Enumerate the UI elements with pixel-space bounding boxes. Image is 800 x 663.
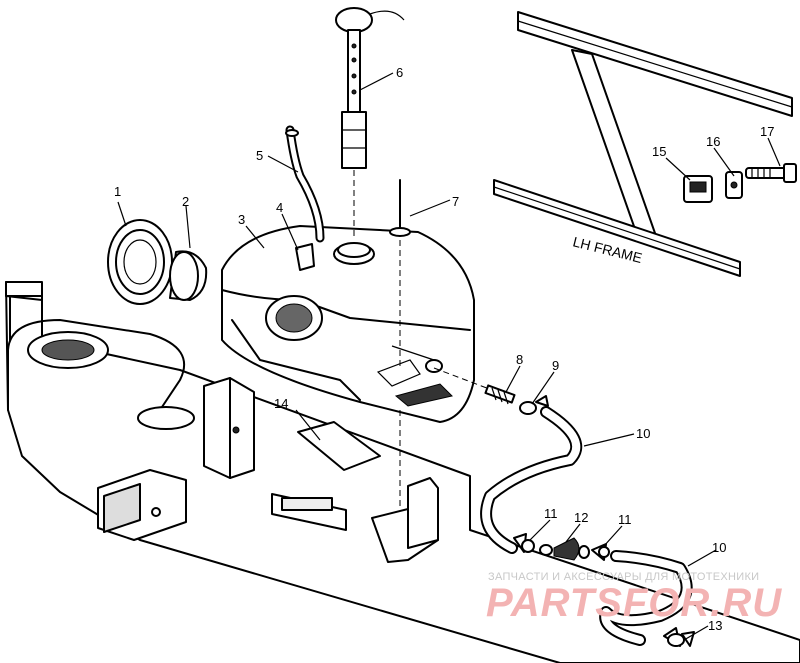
filler-cap (107, 219, 208, 305)
callout-10-upper: 10 (636, 426, 650, 441)
callout-17: 17 (760, 124, 774, 139)
callout-9: 9 (552, 358, 559, 373)
callout-13: 13 (708, 618, 722, 633)
lh-frame (493, 11, 793, 277)
watermark-tagline: ЗАПЧАСТИ И АКСЕССУАРЫ ДЛЯ МОТОТЕХНИКИ (488, 571, 759, 583)
callout-3: 3 (238, 212, 245, 227)
callout-15: 15 (652, 144, 666, 159)
callout-11-left: 11 (544, 506, 558, 521)
dipstick (335, 7, 405, 169)
watermark-brand: PARTSFOR.RU (486, 581, 782, 625)
watermark: ЗАПЧАСТИ И АКСЕССУАРЫ ДЛЯ МОТОТЕХНИКИ PA… (486, 571, 782, 625)
vent-fitting (295, 243, 315, 271)
callout-5: 5 (256, 148, 263, 163)
leader-lines (117, 72, 781, 641)
callout-6: 6 (396, 65, 403, 80)
callout-16: 16 (706, 134, 720, 149)
outlet-fitting (433, 367, 549, 415)
oil-reservoir (221, 225, 475, 423)
frame-clamp (683, 163, 797, 203)
callout-10-lower: 10 (712, 540, 726, 555)
callout-11-right: 11 (618, 512, 632, 527)
callout-4: 4 (276, 200, 283, 215)
oil-hose-upper (480, 406, 583, 554)
left-tank-body (5, 281, 800, 663)
callout-12: 12 (574, 510, 588, 525)
callout-7: 7 (452, 194, 459, 209)
hose-clamp (663, 627, 695, 647)
mount-pin (389, 179, 411, 510)
inline-filter (513, 533, 610, 561)
callout-numbers: 1 2 3 4 5 6 7 8 9 10 11 12 11 10 13 14 1… (114, 65, 774, 633)
callout-1: 1 (114, 184, 121, 199)
rubber-pad (297, 421, 381, 471)
callout-8: 8 (516, 352, 523, 367)
callout-2: 2 (182, 194, 189, 209)
callout-14: 14 (274, 396, 288, 411)
